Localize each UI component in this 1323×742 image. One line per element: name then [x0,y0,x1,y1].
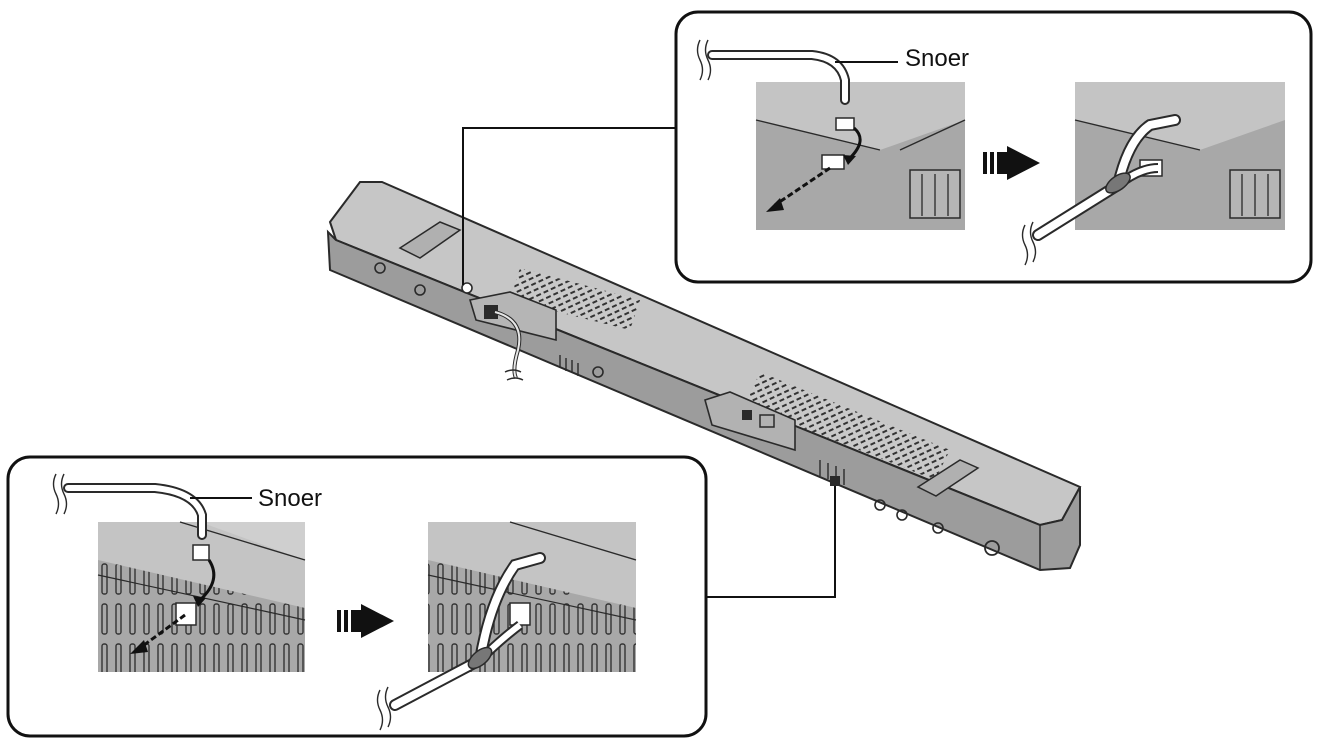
callout-bottom-cord [52,473,252,540]
cable-port-left [468,291,557,342]
leader-line-top [462,127,676,285]
cord-clip-hole [821,154,845,170]
soundbar-device [326,181,1082,572]
callout-bottom: Snoer [6,455,708,738]
leader-line-bottom [706,486,836,598]
front-jack-6 [932,522,944,534]
cable-port-right [830,476,840,486]
callout-bottom-step1 [97,521,306,672]
pull-arrow-bottom-icon [139,613,186,650]
front-button-right [984,540,1000,556]
callout-top-step2 [1021,82,1285,266]
step-arrow-top-icon [983,146,1040,180]
front-jack-5 [896,509,908,521]
callout-bottom-step2 [376,521,637,731]
cord-label-top: Snoer [905,45,969,72]
top-vent-grille-1 [510,268,640,330]
cord-label-bottom: Snoer [258,485,322,512]
bend-arrow-icon [848,126,862,160]
front-jack-1 [374,262,386,274]
top-vent-grille-2 [745,372,950,480]
front-jack-2 [414,284,426,296]
callout-top-cord [696,39,898,105]
bend-arrow-bottom-icon [198,559,216,602]
front-jack-4 [874,499,886,511]
connector-panel [704,391,796,452]
pull-arrow-icon [774,166,831,207]
front-slots-left [559,355,579,376]
wall-bracket-right [916,459,980,497]
front-jack-3 [592,366,604,378]
callout-top-step1 [755,82,966,230]
wall-bracket-left [398,221,462,259]
cord-clip-hole-bottom [175,602,197,626]
callout-top: Snoer [674,10,1313,284]
step-arrow-bottom-icon [337,604,394,638]
